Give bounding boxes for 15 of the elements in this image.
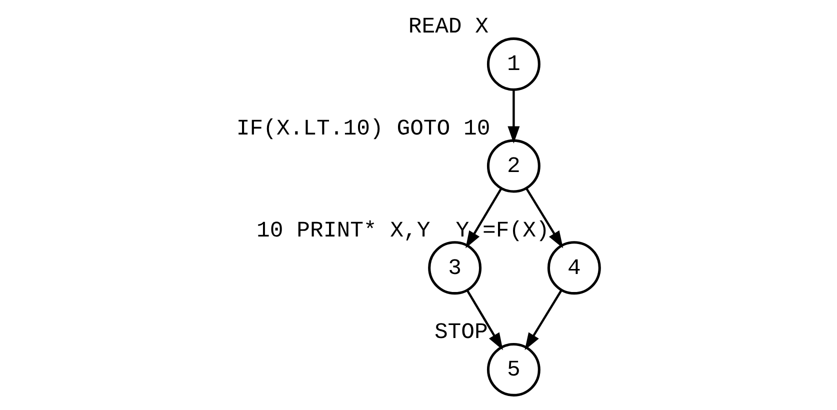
arrow [507,90,520,144]
arrow [465,188,502,248]
node-label: IF(X.LT.10) GOTO 10 [236,115,490,142]
node-label: READ X [408,14,488,40]
arrow [524,290,562,350]
node-circle: 3 [428,241,482,295]
node-label: Y =F(X) [455,217,549,244]
node-circle: 1 [486,37,540,91]
node-circle: 5 [486,342,540,396]
node-label: 10 PRINT* X,Y [256,217,430,244]
node-circle: 2 [486,139,540,193]
arrow [466,290,502,350]
arrow [525,188,563,248]
node-circle: 4 [546,241,600,295]
node-label: STOP [434,319,488,346]
